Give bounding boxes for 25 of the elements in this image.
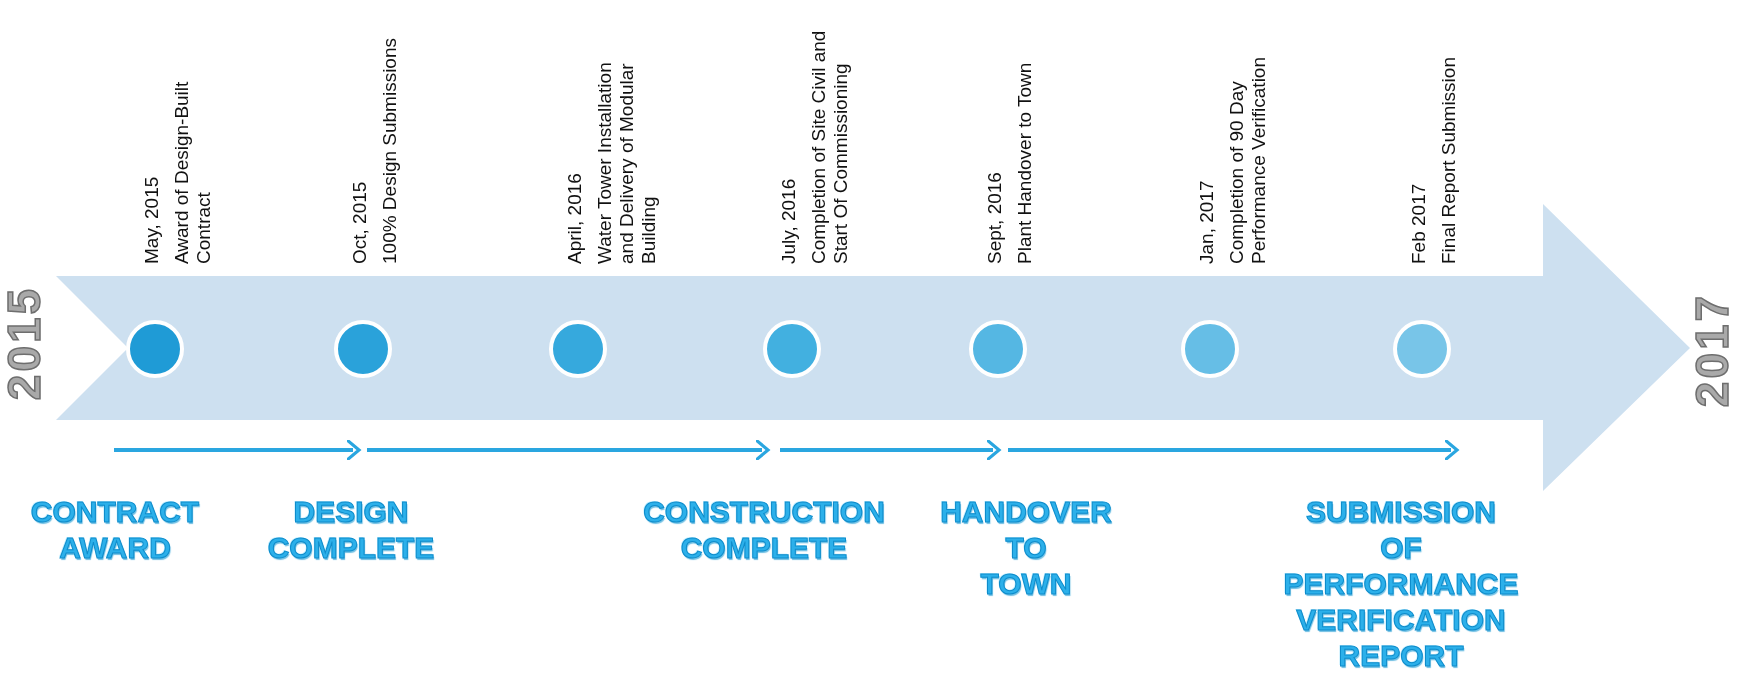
- arrow: [780, 438, 1001, 462]
- milestone-description: Completion of 90 Day Performance Verification: [1225, 56, 1270, 264]
- date-label: April, 2016: [564, 173, 586, 264]
- milestone-label: DESIGN COMPLETE: [267, 494, 435, 566]
- date-label: Oct, 2015: [349, 181, 371, 264]
- date-label: Sept, 2016: [984, 172, 1006, 264]
- arrow: [1008, 438, 1459, 462]
- year-label: 2017: [1685, 292, 1739, 408]
- date-label: Jan, 2017: [1196, 180, 1218, 264]
- milestone-description: Final Report Submission: [1437, 56, 1460, 264]
- arrow: [114, 438, 361, 462]
- arrow: [367, 438, 770, 462]
- date-label: July, 2016: [778, 178, 800, 264]
- date-label: Feb 2017: [1408, 183, 1430, 264]
- milestone-description: Plant Handover to Town: [1013, 61, 1036, 264]
- milestone-label: HANDOVER TO TOWN: [940, 494, 1112, 602]
- milestone-description: 100% Design Submissions: [378, 37, 401, 264]
- milestone-description: Completion of Site Civil and Start Of Commissioning: [807, 29, 852, 264]
- milestone-label: SUBMISSION OF PERFORMANCE VERIFICATION REPORT: [1283, 494, 1519, 674]
- milestone-label: CONSTRUCTION COMPLETE: [643, 494, 885, 566]
- date-label: May, 2015: [141, 176, 163, 264]
- year-label: 2015: [0, 285, 51, 401]
- milestone-description: Water Tower Installation and Delivery of Modular Building: [593, 61, 660, 264]
- milestone-label: CONTRACT AWARD: [30, 494, 200, 566]
- milestone-description: Award of Design-Built Contract: [170, 80, 215, 264]
